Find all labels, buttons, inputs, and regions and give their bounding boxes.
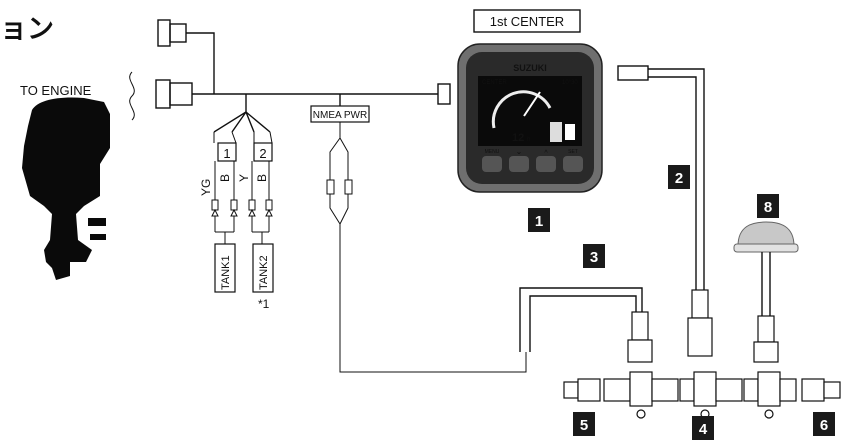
tank2-label: TANK2: [258, 255, 270, 290]
callout-6: 6: [813, 412, 835, 436]
callout-5: 5: [573, 412, 595, 436]
gauge-button-set[interactable]: [563, 156, 583, 172]
engine-label: TO ENGINE: [20, 83, 92, 98]
screen-left-text: CENTER: [482, 80, 507, 86]
gauge-button-menu[interactable]: [482, 156, 502, 172]
wire-label-yg: YG: [199, 179, 213, 196]
tank2-box: TANK2: [252, 243, 274, 293]
tank2-footnote: *1: [258, 297, 270, 311]
gauge-buttons: MENU ⌄ ^ SET: [482, 147, 583, 172]
svg-text:3: 3: [590, 249, 598, 266]
tach-needle: [523, 91, 541, 117]
wire-label-b2: B: [255, 174, 269, 182]
callout-4: 4: [692, 416, 714, 440]
outboard-engine-silhouette: [22, 97, 110, 280]
gauge-button-label-set: SET: [568, 149, 578, 155]
multi-function-gauge: 1st CENTER SUZUKI CENTER 10°30 12 h MENU…: [457, 9, 603, 193]
gauge-button-down[interactable]: [509, 156, 529, 172]
wire-label-y: Y: [237, 174, 251, 182]
backbone-row: [563, 371, 841, 419]
svg-text:8: 8: [764, 199, 772, 216]
page-title-fragment: ョン: [0, 14, 54, 44]
drop-connectors: [627, 289, 779, 363]
svg-text:1: 1: [535, 213, 543, 230]
gauge-button-label-down: ⌄: [516, 147, 523, 156]
gauge-caption: 1st CENTER: [490, 14, 564, 29]
svg-text:6: 6: [820, 417, 828, 434]
port-2-label: 2: [259, 146, 266, 161]
tank1-box: TANK1: [214, 243, 236, 293]
gauge-button-label-up: ^: [544, 150, 548, 157]
fuel-indicator: [565, 124, 575, 140]
tach-arc: [491, 90, 552, 129]
sender-port-2: 2: [253, 142, 273, 162]
sender-plugs: [211, 161, 273, 233]
backbone-cable-3: [519, 287, 643, 352]
gps-antenna: [733, 221, 799, 316]
drop-cable-gauge: [617, 65, 705, 290]
gauge-readout: 12: [512, 132, 524, 144]
tank1-label: TANK1: [220, 255, 232, 290]
main-harness: [155, 19, 451, 133]
callout-8: 8: [757, 194, 779, 218]
svg-text:5: 5: [580, 417, 588, 434]
port-1-label: 1: [223, 146, 230, 161]
screen-right-text: 10°30: [562, 80, 578, 86]
callout-1: 1: [528, 208, 550, 232]
gauge-brand: SUZUKI: [513, 63, 547, 73]
callout-2: 2: [668, 165, 690, 189]
nmea-power-box: NMEA PWR: [310, 105, 370, 123]
sender-port-1: 1: [217, 142, 237, 162]
svg-text:2: 2: [675, 170, 683, 187]
callout-3: 3: [583, 244, 605, 268]
sender-fanout: [213, 131, 273, 144]
wire-label-b1: B: [218, 174, 232, 182]
nmea-power-lead: [326, 122, 527, 373]
trim-indicator: [550, 122, 562, 142]
gauge-readout-unit: h: [527, 137, 530, 143]
tank-leads: [224, 232, 263, 244]
gauge-button-label-menu: MENU: [485, 149, 500, 155]
nmea-power-label: NMEA PWR: [313, 110, 367, 121]
wave-break-mark: [129, 71, 135, 121]
svg-text:4: 4: [699, 421, 708, 438]
gauge-button-up[interactable]: [536, 156, 556, 172]
